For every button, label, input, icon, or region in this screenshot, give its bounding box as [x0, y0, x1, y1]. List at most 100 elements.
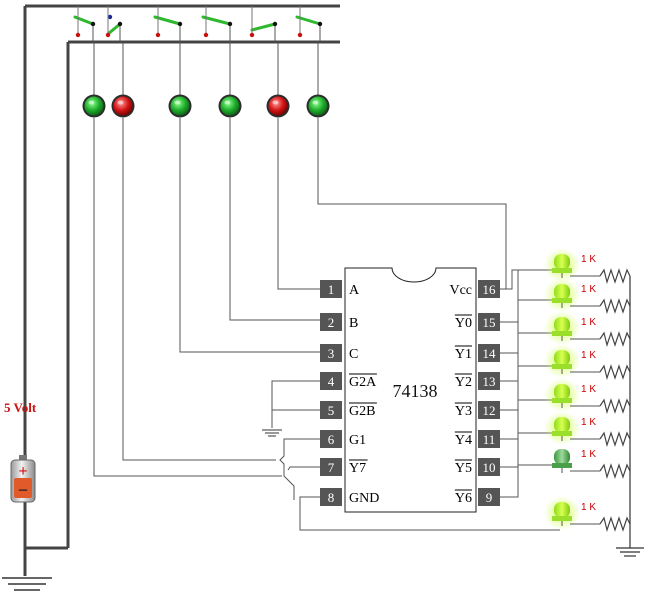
pin-number: 4	[328, 374, 335, 389]
resistor-4: 1 K	[570, 350, 631, 381]
input-led-3	[168, 94, 192, 118]
wire-a	[277, 118, 320, 290]
pin-number: 13	[483, 374, 496, 389]
resistor-1: 1 K	[570, 254, 631, 285]
wire-input-1	[93, 118, 282, 477]
y7-wire	[287, 466, 320, 471]
pin-label: G2A	[349, 375, 377, 390]
output-led-4	[544, 344, 580, 378]
output-led-3	[544, 311, 580, 345]
output-led-1	[544, 248, 580, 282]
power-rails	[23, 4, 340, 576]
pin-label: Y1	[455, 347, 472, 362]
toggle-switch-2[interactable]	[105, 6, 123, 42]
resistor-7: 1 K	[570, 449, 631, 480]
pin-number: 3	[328, 346, 335, 361]
pin-label: C	[349, 347, 358, 362]
input-led-1	[82, 94, 106, 118]
pin-label: Y4	[455, 433, 472, 448]
pin-number: 6	[328, 432, 335, 447]
toggle-switch-5[interactable]	[249, 6, 278, 42]
pin-10: 10 Y5	[454, 458, 500, 476]
pin-15: 15 Y0	[454, 313, 500, 331]
output-ground-symbol	[616, 276, 644, 557]
pin-label: A	[349, 283, 360, 298]
pin-label: Y2	[455, 375, 472, 390]
wire-c	[179, 118, 320, 353]
resistor-value: 1 K	[581, 254, 596, 265]
pin-13: 13 Y2	[454, 372, 500, 390]
output-led-7	[552, 449, 572, 473]
resistor-value: 1 K	[581, 384, 596, 395]
resistor-value: 1 K	[581, 417, 596, 428]
pin-number: 9	[486, 490, 493, 505]
pin-number: 15	[483, 315, 496, 330]
pin-number: 12	[483, 403, 496, 418]
output-led-5	[544, 378, 580, 412]
pin-number: 10	[483, 460, 496, 475]
resistor-3: 1 K	[570, 317, 631, 348]
pin-label: GND	[349, 491, 379, 506]
battery-icon: + −	[10, 455, 36, 503]
toggle-switch-1[interactable]	[73, 6, 113, 42]
vcc-wire	[317, 118, 507, 290]
gnd-wire	[299, 496, 560, 531]
pin-number: 14	[483, 346, 497, 361]
pin-6: 6 G1	[320, 430, 366, 448]
battery-minus: −	[18, 480, 28, 500]
decoder-chip: 74138	[344, 267, 477, 513]
input-led-5	[266, 94, 290, 118]
pin-number: 11	[483, 432, 496, 447]
input-led-6	[306, 94, 330, 118]
pin-12: 12 Y3	[454, 401, 500, 419]
pin-label: B	[349, 316, 358, 331]
resistor-6: 1 K	[570, 417, 631, 448]
output-led-2	[544, 278, 580, 312]
main-ground-symbol	[2, 577, 52, 591]
resistor-2: 1 K	[570, 284, 631, 315]
pin-number: 16	[483, 282, 497, 297]
input-led-4	[218, 94, 242, 118]
pin-label: Y7	[349, 461, 366, 476]
pin-label: Y0	[455, 316, 472, 331]
pin-5: 5 G2B	[320, 401, 377, 419]
pin-label: Y3	[455, 404, 472, 419]
pin-number: 5	[328, 403, 335, 418]
battery-plus: +	[18, 463, 27, 480]
switch-bank	[73, 6, 323, 42]
resistor-5: 1 K	[570, 384, 631, 415]
wire-input-2	[122, 118, 276, 461]
pin-label: G2B	[349, 404, 375, 419]
pin-9: 9Y6	[454, 488, 500, 506]
pin-number: 8	[328, 490, 335, 505]
chip-part-number: 74138	[393, 381, 438, 401]
resistor-value: 1 K	[581, 284, 596, 295]
toggle-switch-4[interactable]	[201, 6, 233, 42]
resistor-value: 1 K	[581, 317, 596, 328]
pin-11: 11 Y4	[454, 430, 500, 448]
toggle-switch-3[interactable]	[153, 6, 183, 42]
pin-label: Vcc	[449, 283, 472, 298]
output-wires	[500, 269, 554, 498]
pin-label: Y5	[455, 461, 472, 476]
pin-label: G1	[349, 433, 366, 448]
resistor-value: 1 K	[581, 350, 596, 361]
pin-number: 1	[328, 282, 335, 297]
toggle-switch-6[interactable]	[295, 6, 323, 42]
output-led-8	[544, 496, 580, 530]
resistor-8: 1 K	[570, 502, 631, 533]
resistor-network: 1 K 1 K 1 K 1 K 1 K 1 K 1 K 1 K	[570, 254, 631, 533]
wire-b	[229, 118, 320, 321]
pin-number: 2	[328, 315, 335, 330]
chip-right-pins: 16 Vcc 15 Y0 14 Y1 13 Y2 12 Y3 11 Y4 10 Y5 9Y6	[449, 280, 500, 506]
pin-16: 16 Vcc	[449, 280, 500, 298]
resistor-value: 1 K	[581, 502, 596, 513]
pin-8: 8 GND	[320, 488, 379, 506]
resistor-value: 1 K	[581, 449, 596, 460]
input-leds	[82, 94, 330, 118]
